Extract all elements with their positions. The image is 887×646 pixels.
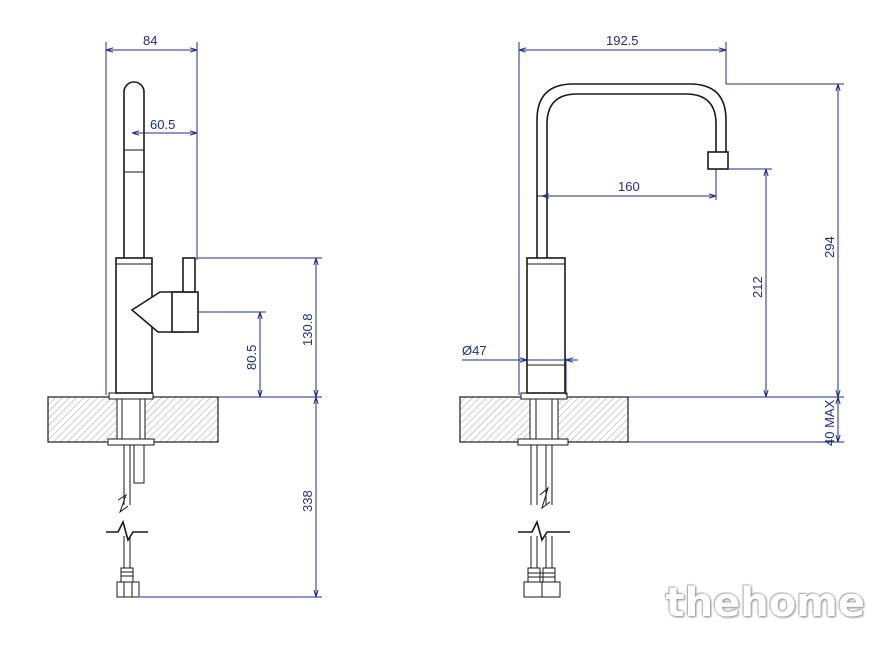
dimension-total-height: 294 [628,83,844,398]
dim-label-294: 294 [822,236,837,258]
side-view: 84 60.5 130.8 80.5 338 [47,33,322,598]
front-view: 192.5 160 212 294 40 MAX [459,33,844,598]
dim-label-212: 212 [750,276,765,298]
dimension-lever-height: 130.8 [197,257,322,398]
dim-label-84: 84 [143,33,157,48]
dimension-handle-height: 80.5 [198,311,266,397]
dimension-total-width-side: 84 [105,33,198,395]
dim-label-80-5: 80.5 [244,345,259,370]
dim-label-60-5: 60.5 [150,117,175,132]
watermark-logo: thehome [665,580,866,626]
dim-label-192-5: 192.5 [606,33,639,48]
dim-label-160: 160 [618,179,640,194]
mounting-shank-right [517,392,570,598]
dimension-total-width-front: 192.5 [518,33,727,395]
dimension-reach: 160 [542,169,717,200]
faucet-side-profile [115,81,199,394]
dimension-max-deck-thickness: 40 MAX [628,397,844,446]
dimension-body-diameter: Ø47 [462,343,578,395]
dimension-hose-length: 338 [140,397,322,598]
dimension-spout-height: 212 [728,168,772,397]
dim-label-40-max: 40 MAX [822,399,837,446]
dim-label-130-8: 130.8 [300,313,315,346]
mounting-shank-left [106,392,155,598]
dim-label-diameter-47: Ø47 [462,343,487,358]
faucet-front-profile [526,83,729,394]
dim-label-338: 338 [300,490,315,512]
dimension-spout-offset: 60.5 [132,117,197,133]
